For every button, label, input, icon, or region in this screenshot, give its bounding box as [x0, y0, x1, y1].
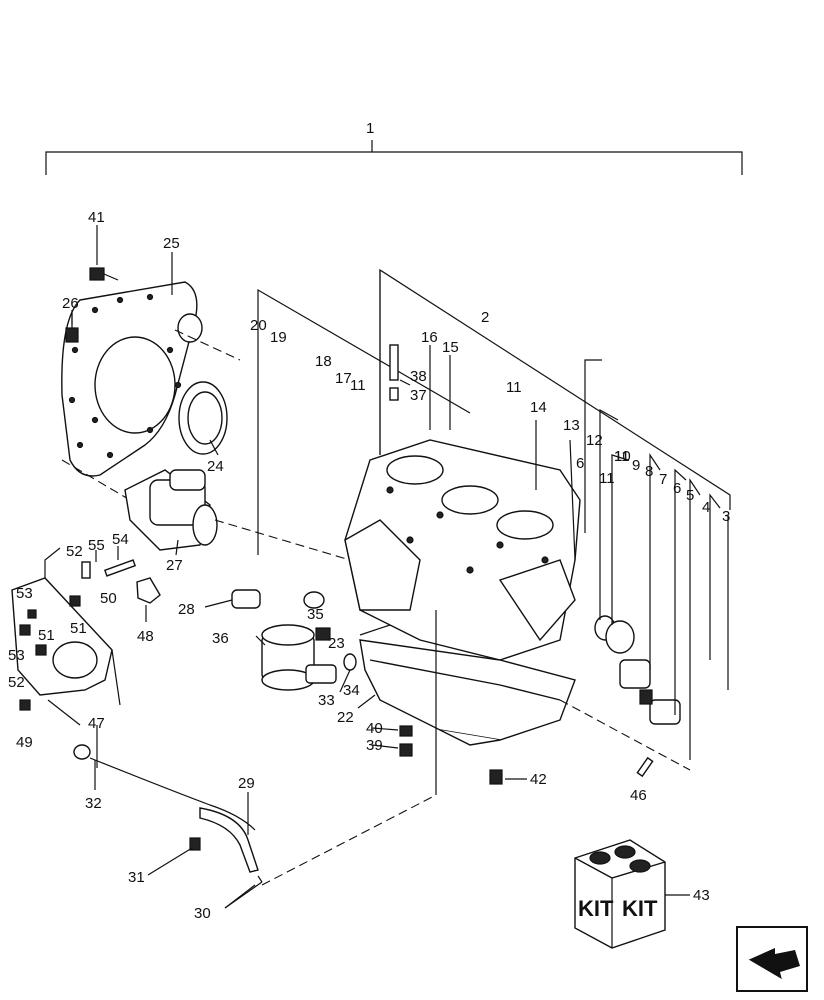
callout: 42 — [530, 771, 547, 788]
kit-box: KIT KIT — [574, 839, 666, 949]
callout: 41 — [88, 209, 105, 226]
callout: 53 — [8, 647, 25, 664]
callout: 16 — [421, 329, 438, 346]
callout: 39 — [366, 737, 383, 754]
kit-label-2: KIT — [622, 896, 658, 921]
flywheel-housing-plate — [61, 281, 241, 501]
callout: 55 — [88, 537, 105, 554]
callout: 37 — [410, 387, 427, 404]
callout: 46 — [630, 787, 647, 804]
callout-leaders — [379, 270, 729, 771]
callout: 14 — [530, 399, 547, 416]
callout: 26 — [62, 295, 79, 312]
callout: 17 — [335, 370, 352, 387]
callout: 31 — [128, 869, 145, 886]
callout: 27 — [166, 557, 183, 574]
callout: 32 — [85, 795, 102, 812]
callout: 6 — [673, 480, 681, 497]
callout: 5 — [686, 487, 694, 504]
callout: 53 — [16, 585, 33, 602]
callout: 11 — [506, 379, 522, 396]
callout: 51 — [70, 620, 87, 637]
callout: 47 — [88, 715, 105, 732]
next-arrow-icon[interactable] — [736, 926, 808, 992]
callout: 38 — [410, 368, 427, 385]
bolt-41 — [89, 267, 119, 281]
dipstick — [73, 744, 256, 831]
starter-motor — [124, 469, 351, 561]
callout: 9 — [632, 457, 640, 474]
callout: 19 — [270, 329, 287, 346]
callout: 52 — [66, 543, 83, 560]
callout: 29 — [238, 775, 255, 792]
callout: 33 — [318, 692, 335, 709]
oil-filter — [261, 624, 315, 691]
callout: 11 — [599, 470, 615, 487]
callout: 36 — [212, 630, 229, 647]
callout: 34 — [343, 682, 360, 699]
oil-pan — [359, 639, 576, 746]
callout: 18 — [315, 353, 332, 370]
callout: 23 — [328, 635, 345, 652]
callout: 51 — [38, 627, 55, 644]
callout: 11 — [614, 448, 630, 465]
callout: 12 — [586, 432, 603, 449]
callout: 10 — [614, 448, 631, 465]
callout: 11 — [350, 377, 366, 394]
callout: 50 — [100, 590, 117, 607]
oil-seal — [178, 381, 228, 455]
callout: 7 — [659, 471, 667, 488]
assembly-bracket — [45, 140, 743, 175]
engine-block — [344, 439, 581, 661]
callout: 48 — [137, 628, 154, 645]
plugs — [399, 725, 503, 785]
callout: 40 — [366, 720, 383, 737]
callout: 28 — [178, 601, 195, 618]
kit-label-1: KIT — [578, 896, 614, 921]
sensor-28 — [204, 589, 261, 609]
callout: 1 — [366, 120, 374, 137]
callout: 52 — [8, 674, 25, 691]
small-screws — [19, 559, 161, 711]
callout: 24 — [207, 458, 224, 475]
callout: 15 — [442, 339, 459, 356]
callout-labels: 1 2 3 4 5 6 6 7 8 9 10 11 11 11 11 12 13… — [8, 120, 730, 922]
fittings — [303, 591, 357, 684]
callout: 4 — [702, 499, 710, 516]
dipstick-tube — [189, 610, 437, 886]
callout: 30 — [194, 905, 211, 922]
callout: 2 — [481, 309, 489, 326]
callout: 49 — [16, 734, 33, 751]
callout: 54 — [112, 531, 129, 548]
callout: 20 — [250, 317, 267, 334]
callout: 13 — [563, 417, 580, 434]
bearings — [594, 615, 681, 725]
callout: 8 — [645, 463, 653, 480]
callout: 6 — [576, 455, 584, 472]
callout: 22 — [337, 709, 354, 726]
pins-37-38 — [389, 344, 399, 401]
callout: 43 — [693, 887, 710, 904]
stud-46 — [636, 756, 654, 778]
bracket-assembly — [11, 547, 121, 726]
label-leaders — [71, 225, 690, 909]
callout: 3 — [722, 508, 730, 525]
callout: 25 — [163, 235, 180, 252]
callout: 35 — [307, 606, 324, 623]
